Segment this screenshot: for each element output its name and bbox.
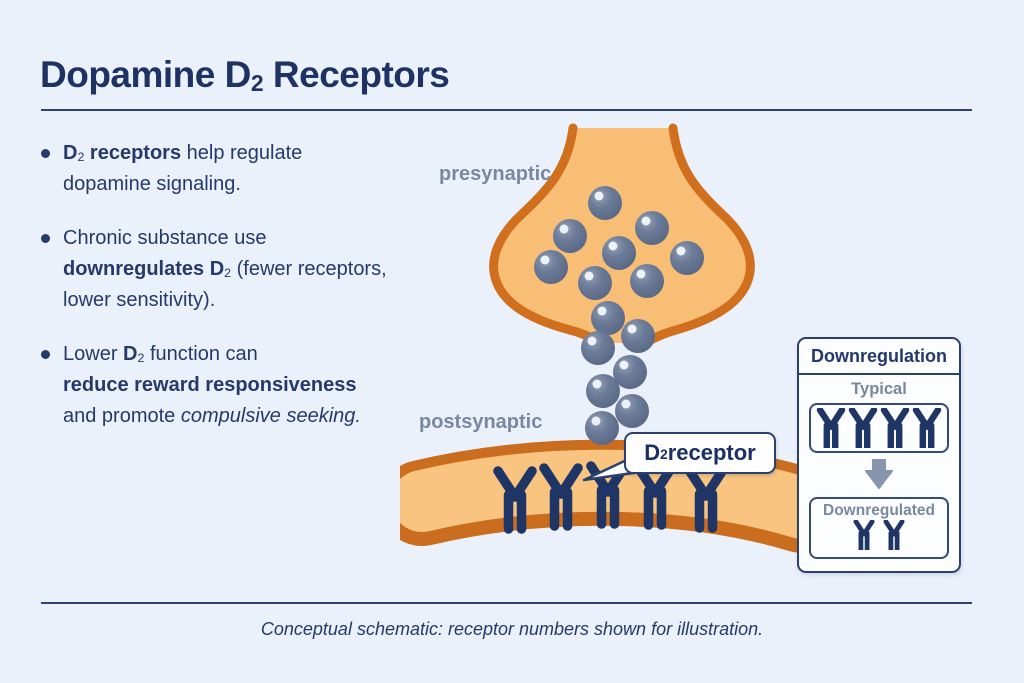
page-title: Dopamine D2 Receptors <box>40 54 450 97</box>
dopamine-vesicle <box>585 411 619 445</box>
dopamine-vesicle <box>553 219 587 253</box>
d2-receptor-icon <box>848 408 878 448</box>
d2-receptor-icon <box>880 408 910 448</box>
d2-receptor-icon <box>539 463 583 531</box>
callout-text: D <box>644 440 661 465</box>
d2-receptor-icon <box>816 408 846 448</box>
title-text: Dopamine D <box>40 54 251 95</box>
d2-receptor-icon <box>493 466 537 534</box>
dopamine-vesicle <box>588 186 622 220</box>
title-subscript: 2 <box>250 70 264 97</box>
presynaptic-terminal <box>489 123 755 350</box>
dopamine-vesicle <box>630 264 664 298</box>
bullet-dot <box>41 350 50 359</box>
bullet-dot <box>41 234 50 243</box>
d2-receptor-icon <box>883 520 905 550</box>
downregulated-label: Downregulated <box>823 502 935 519</box>
callout-text-2: receptor <box>667 440 756 465</box>
dopamine-vesicle <box>615 394 649 428</box>
downregulated-receptors <box>811 520 947 550</box>
typical-receptors <box>815 408 943 448</box>
dopamine-vesicle <box>602 236 636 270</box>
d2-receptor-icon <box>853 520 875 550</box>
presynaptic-label: presynaptic <box>439 163 552 185</box>
dopamine-vesicle <box>670 241 704 275</box>
title-divider <box>41 109 972 111</box>
caption: Conceptual schematic: receptor numbers s… <box>260 619 764 639</box>
dopamine-vesicle <box>591 301 625 335</box>
dopamine-vesicle <box>581 331 615 365</box>
dopamine-vesicle <box>613 355 647 389</box>
postsynaptic-label: postsynaptic <box>419 411 543 433</box>
typical-label: Typical <box>851 380 907 398</box>
dopamine-vesicle <box>635 211 669 245</box>
d2-receptor-icon <box>684 465 728 533</box>
dopamine-vesicle <box>621 319 655 353</box>
title-text-2: Receptors <box>263 54 450 95</box>
down-arrow-icon <box>799 458 959 489</box>
dopamine-vesicle <box>586 374 620 408</box>
typical-receptors-box <box>809 403 949 453</box>
panel-title: Downregulation <box>799 339 959 375</box>
membrane-receptors <box>493 461 728 534</box>
dopamine-vesicle <box>578 266 612 300</box>
dopamine-vesicle <box>534 250 568 284</box>
bullet-dot <box>41 149 50 158</box>
synapse-diagram <box>400 123 830 553</box>
d2-receptor-icon <box>633 462 677 530</box>
dopamine-molecules <box>534 186 704 445</box>
downregulation-panel: Downregulation Typical Downregulated <box>797 337 961 573</box>
d2-receptor-icon <box>912 408 942 448</box>
caption-divider <box>41 602 972 604</box>
downregulated-receptors-box: Downregulated <box>809 497 949 559</box>
